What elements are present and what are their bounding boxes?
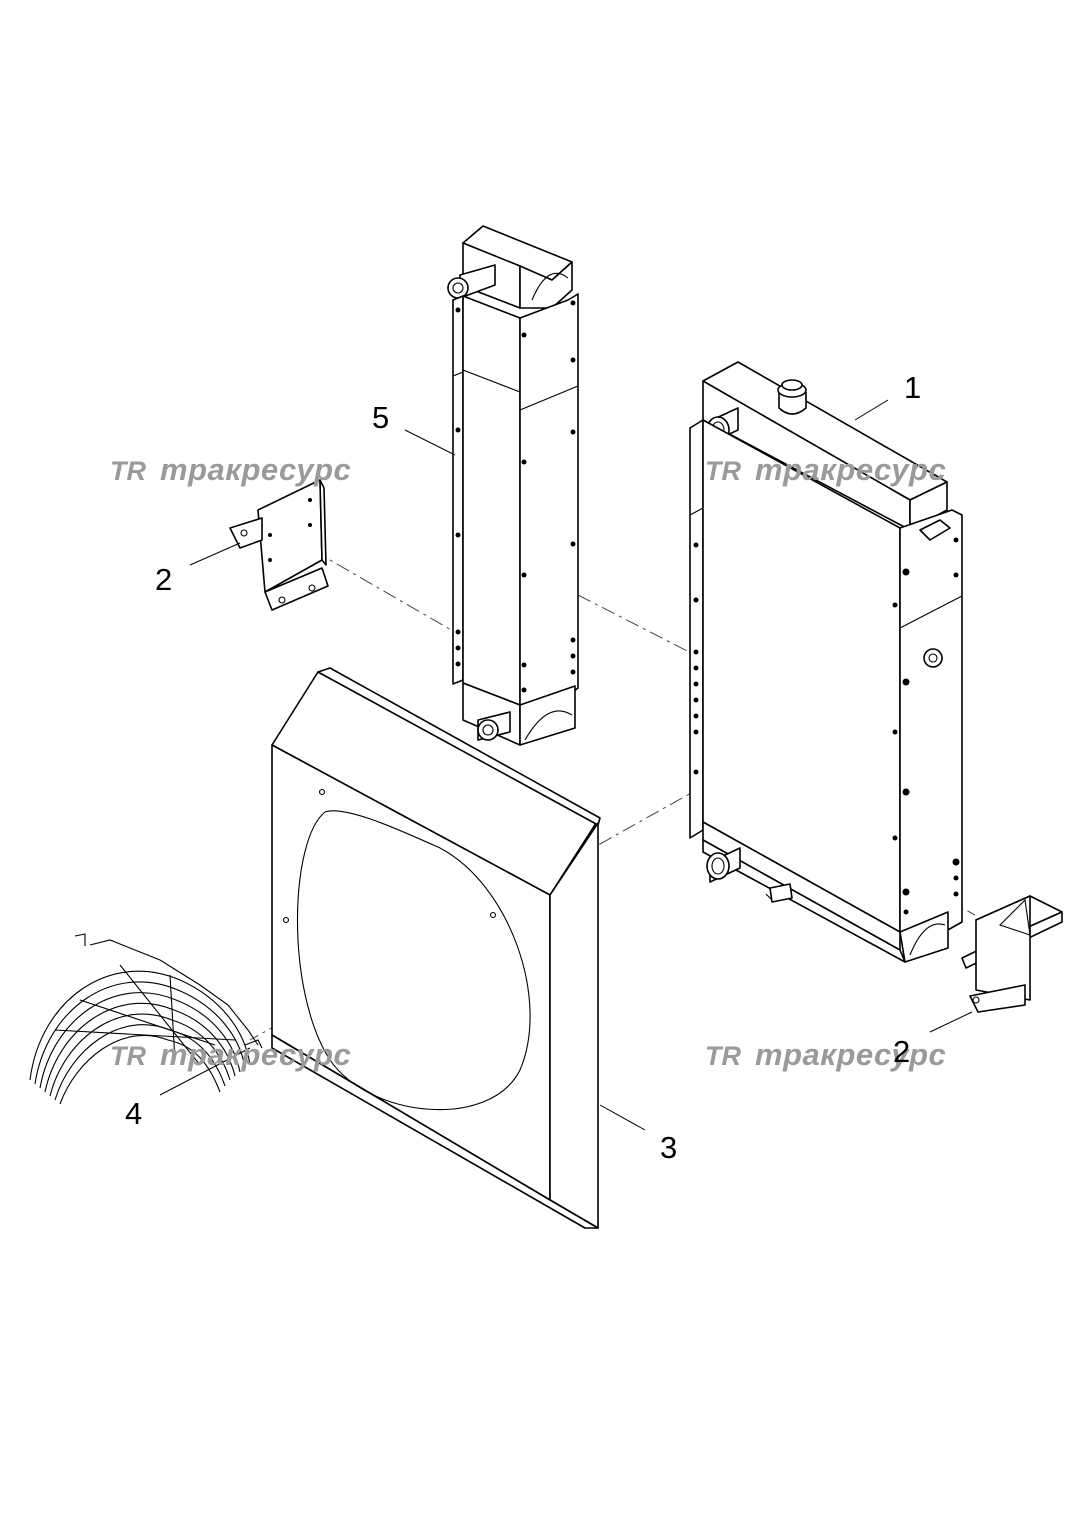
- watermark-brand: тракресурс: [160, 452, 351, 487]
- callout-1: 1: [904, 370, 921, 405]
- bracket-part-2-left: [229, 479, 329, 611]
- bracket-part-2-right: [961, 895, 1063, 1013]
- callout-5: 5: [372, 400, 389, 435]
- watermark-bottom-left: TR тракресурс: [110, 1037, 351, 1072]
- oil-cooler-bolts: [455, 300, 576, 693]
- radiator-part-1: [689, 361, 963, 963]
- watermark-logo: TR: [705, 456, 741, 486]
- watermark-brand: тракресурс: [755, 1037, 946, 1072]
- radiator-bolts: [693, 537, 960, 915]
- leader-lines: [159, 399, 973, 1131]
- watermark-bottom-right: TR тракресурс: [705, 1037, 946, 1072]
- callout-2-left: 2: [155, 562, 172, 597]
- callout-2-right: 2: [893, 1034, 910, 1069]
- oil-cooler-part-5: [447, 225, 579, 746]
- watermark-top-left: TR тракресурс: [110, 452, 351, 487]
- callout-4: 4: [125, 1096, 142, 1131]
- fan-shroud-part-3: [271, 667, 601, 1229]
- watermark-logo: TR: [705, 1041, 741, 1071]
- watermark-brand: тракресурс: [755, 452, 946, 487]
- watermark-logo: TR: [110, 456, 146, 486]
- watermark-top-right: TR тракресурс: [705, 452, 946, 487]
- watermark-brand: тракресурс: [160, 1037, 351, 1072]
- fan-guard-part-4: [29, 933, 263, 1105]
- watermark-logo: TR: [110, 1041, 146, 1071]
- callout-3: 3: [660, 1130, 677, 1165]
